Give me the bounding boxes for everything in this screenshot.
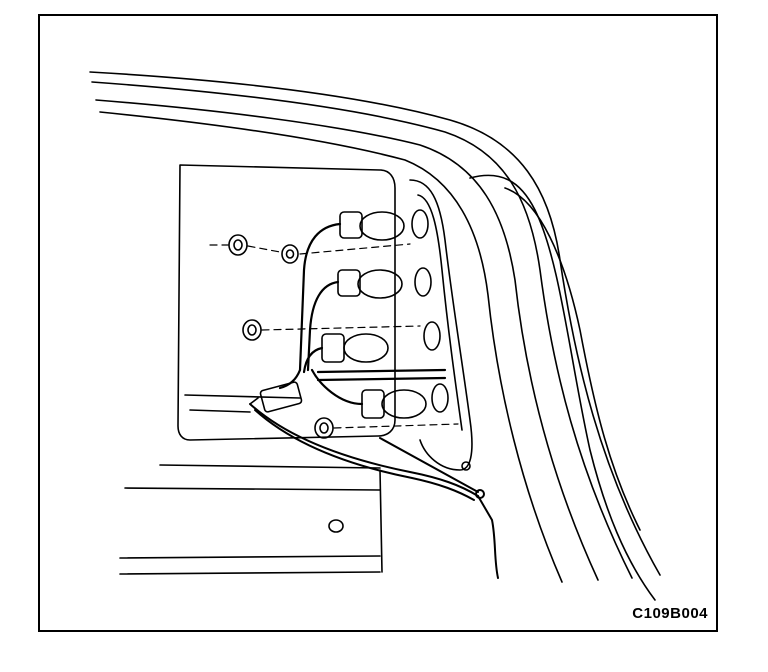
body-panel-lines: [89, 71, 661, 601]
trim-panel: [177, 164, 396, 441]
connector: [249, 381, 303, 413]
figure-frame: [38, 14, 718, 632]
lamp-housing: [409, 179, 473, 471]
lower-harness: [249, 403, 499, 579]
bulb-socket-1: [339, 209, 429, 241]
wiring-harness: [278, 222, 447, 406]
bulb-socket-4: [361, 383, 449, 419]
figure-code: C109B004: [632, 605, 708, 622]
floor-panel: [119, 464, 383, 575]
leader-lines: [209, 243, 459, 429]
bulb-socket-2: [337, 267, 432, 299]
fastener-nuts: [228, 234, 334, 439]
